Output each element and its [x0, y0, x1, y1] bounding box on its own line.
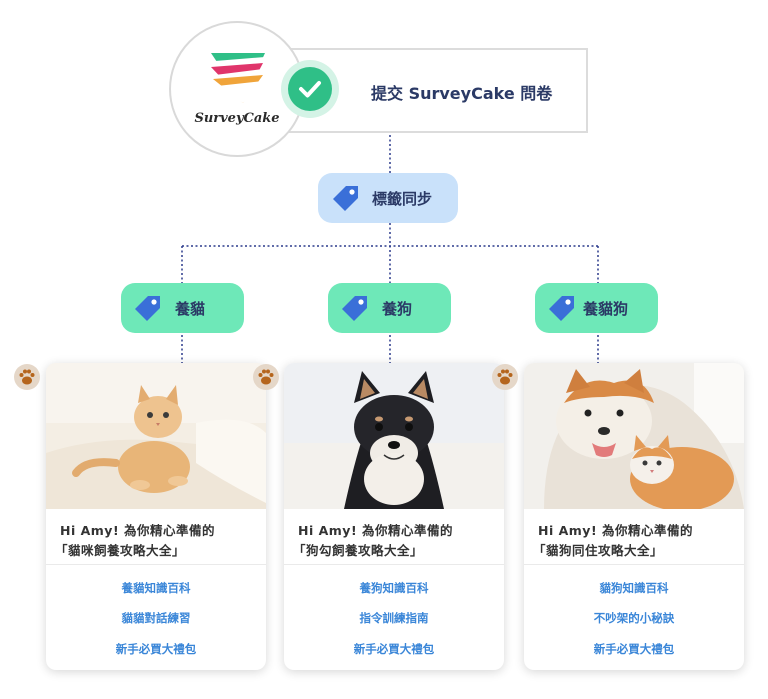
tag-icon	[549, 296, 574, 321]
tag-pill-cat-dog: 養貓狗	[535, 283, 658, 333]
card-cat-dog: Hi Amy! 為你精心準備的 「貓狗同住攻略大全」 貓狗知識百科 不吵架的小秘…	[524, 363, 744, 670]
card-cat: Hi Amy! 為你精心準備的 「貓咪飼養攻略大全」 養貓知識百科 貓貓對話練習…	[46, 363, 266, 670]
card-link[interactable]: 新手必買大禮包	[353, 642, 435, 656]
card-divider	[284, 564, 504, 565]
card-divider	[46, 564, 266, 565]
paw-icon	[492, 364, 518, 390]
card-subtitle: 「貓狗同住攻略大全」	[533, 543, 664, 558]
tag-pill-label: 養狗	[382, 300, 413, 318]
card-dog: Hi Amy! 為你精心準備的 「狗勾飼養攻略大全」 養狗知識百科 指令訓練指南…	[284, 363, 504, 670]
tag-icon	[333, 186, 358, 211]
tag-sync-pill: 標籤同步	[318, 173, 458, 223]
card-subtitle: 「貓咪飼養攻略大全」	[55, 543, 186, 558]
card-link[interactable]: 養狗知識百科	[359, 581, 429, 595]
card-link[interactable]: 貓狗知識百科	[599, 581, 669, 595]
tag-sync-label: 標籤同步	[372, 190, 433, 208]
check-icon	[288, 67, 332, 111]
surveycake-logo-mark	[211, 53, 265, 103]
card-link[interactable]: 新手必買大禮包	[593, 642, 675, 656]
tag-pill-label: 養貓狗	[583, 300, 629, 318]
paw-icon	[253, 364, 279, 390]
tag-pill-dog: 養狗	[328, 283, 451, 333]
dog-photo	[284, 363, 504, 509]
tag-icon	[342, 296, 367, 321]
card-greeting: Hi Amy! 為你精心準備的	[298, 523, 453, 538]
card-link[interactable]: 貓貓對話練習	[121, 611, 191, 625]
card-greeting: Hi Amy! 為你精心準備的	[60, 523, 215, 538]
tag-pill-label: 養貓	[175, 300, 206, 318]
surveycake-logo-text: SurveyCake	[194, 111, 280, 126]
check-badge	[281, 60, 339, 118]
card-link[interactable]: 不吵架的小秘訣	[593, 611, 675, 625]
card-link[interactable]: 養貓知識百科	[121, 581, 191, 595]
card-greeting: Hi Amy! 為你精心準備的	[538, 523, 693, 538]
tag-pill-cat: 養貓	[121, 283, 244, 333]
paw-icon	[14, 364, 40, 390]
cat-dog-photo	[524, 363, 744, 509]
card-subtitle: 「狗勾飼養攻略大全」	[293, 543, 424, 558]
tag-icon	[135, 296, 160, 321]
card-link[interactable]: 新手必買大禮包	[115, 642, 197, 656]
card-link[interactable]: 指令訓練指南	[359, 611, 429, 625]
submit-survey-title: 提交 SurveyCake 問卷	[371, 84, 553, 103]
cat-photo	[46, 363, 266, 509]
card-divider	[524, 564, 744, 565]
